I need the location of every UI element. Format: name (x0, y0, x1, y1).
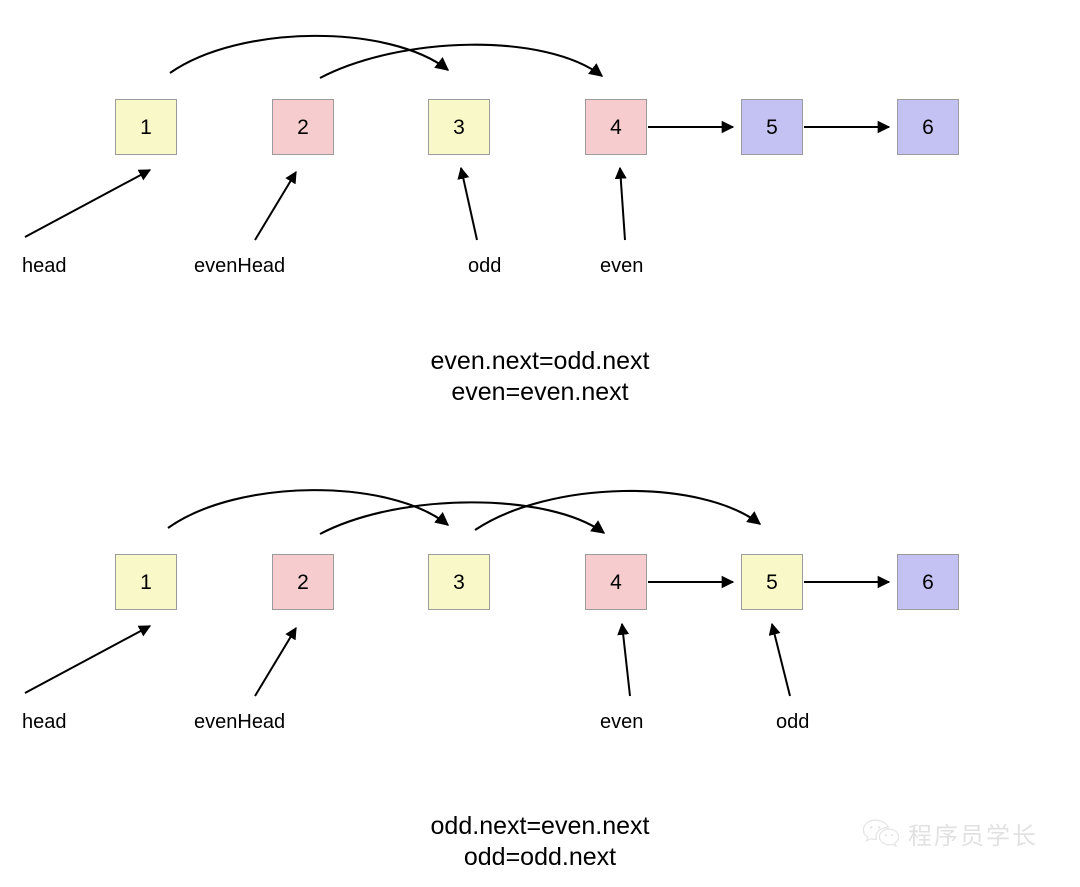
pointer-label-evenhead: evenHead (194, 255, 286, 277)
watermark-text: 程序员学长 (908, 821, 1038, 850)
pointer-arrow-head (24, 169, 152, 238)
node-box[interactable]: 1 (115, 99, 177, 155)
node-box[interactable]: 1 (115, 554, 177, 610)
node-box[interactable]: 3 (428, 99, 490, 155)
node-box[interactable]: 6 (897, 99, 959, 155)
pointer-label-head: head (22, 711, 67, 733)
pointer-arrow-evenhead (254, 170, 297, 241)
caption-top: even.next=odd.next even=even.next (0, 346, 1080, 408)
pointer-label-even: even (600, 255, 644, 277)
arc-node2-to-node4 (319, 43, 604, 79)
node-box[interactable]: 2 (272, 99, 334, 155)
watermark: 程序员学长 (862, 818, 1038, 853)
pointer-label-head: head (22, 255, 67, 277)
pointer2-arrow-evenhead (254, 626, 297, 697)
node-box[interactable]: 5 (741, 554, 803, 610)
pointer-label-even: even (600, 711, 644, 733)
pointer2-arrow-head (24, 625, 152, 694)
arc2-node1-to-node3 (167, 489, 450, 529)
pointer2-arrow-odd (768, 622, 791, 697)
caption-top-line2: even=even.next (451, 378, 629, 406)
pointer-arrow-odd (457, 166, 478, 241)
node-box[interactable]: 4 (585, 554, 647, 610)
pointer2-arrow-even (617, 622, 631, 697)
node-box[interactable]: 5 (741, 99, 803, 155)
node-box[interactable]: 6 (897, 554, 959, 610)
arc2-node2-to-node4 (319, 501, 606, 535)
node-box[interactable]: 2 (272, 554, 334, 610)
pointer-label-odd: odd (468, 255, 502, 277)
caption-bottom-line1: odd.next=even.next (430, 812, 650, 840)
caption-bottom: odd.next=even.next odd=odd.next (0, 811, 1080, 873)
caption-bottom-line2: odd=odd.next (463, 843, 617, 871)
wechat-icon (862, 818, 900, 853)
arc-node1-to-node3 (169, 34, 450, 74)
pointer-label-odd: odd (776, 711, 810, 733)
pointer-label-evenhead: evenHead (194, 711, 286, 733)
caption-top-line1: even.next=odd.next (430, 347, 650, 375)
pointer-arrow-even (614, 166, 627, 241)
node-box[interactable]: 4 (585, 99, 647, 155)
node-box[interactable]: 3 (428, 554, 490, 610)
arc2-node3-to-node5 (474, 489, 762, 531)
